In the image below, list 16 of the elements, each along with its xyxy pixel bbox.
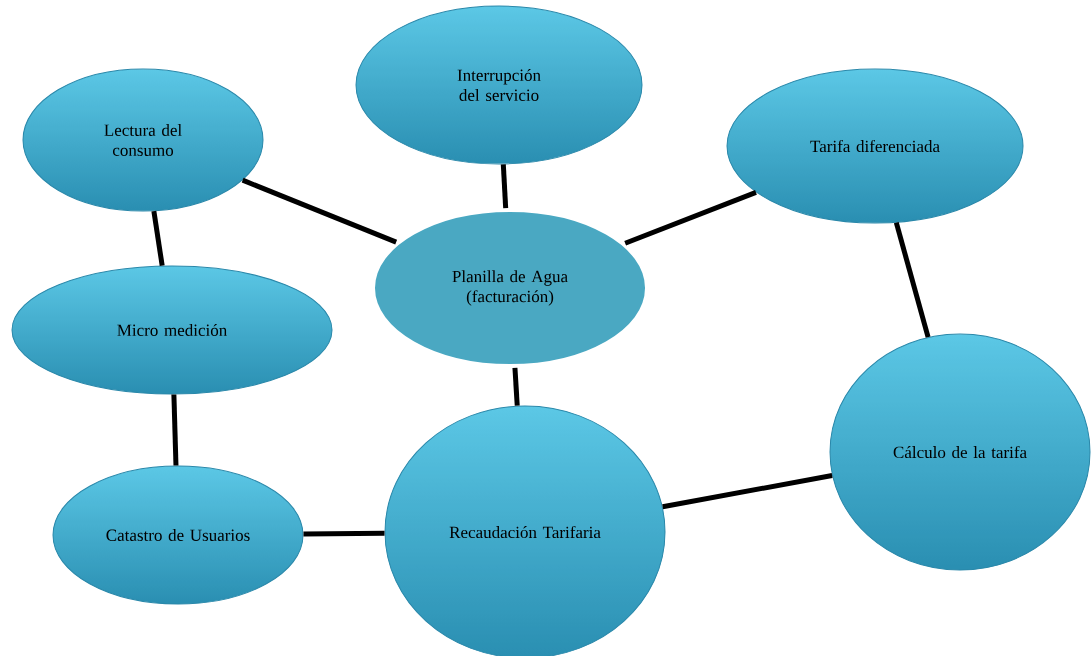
- connector-line: [151, 210, 165, 266]
- ellipse-node: Catastro de Usuarios: [52, 465, 304, 605]
- ellipse-node: Interrupción del servicio: [355, 5, 643, 165]
- ellipse-node: Tarifa diferenciada: [726, 68, 1024, 224]
- ellipse-node: Cálculo de la tarifa: [829, 333, 1091, 571]
- ellipse-node: Micro medición: [11, 265, 333, 395]
- connector-line: [893, 222, 931, 338]
- connector-line: [624, 190, 757, 246]
- connector-line: [500, 164, 509, 209]
- ellipse-node: Lectura del consumo: [22, 68, 264, 212]
- ellipse-node: Planilla de Agua (facturación): [371, 208, 649, 368]
- connector-line: [303, 530, 385, 537]
- connector-line: [171, 394, 179, 466]
- connector-line: [241, 177, 398, 245]
- connector-line: [662, 473, 833, 510]
- connector-line: [512, 367, 520, 406]
